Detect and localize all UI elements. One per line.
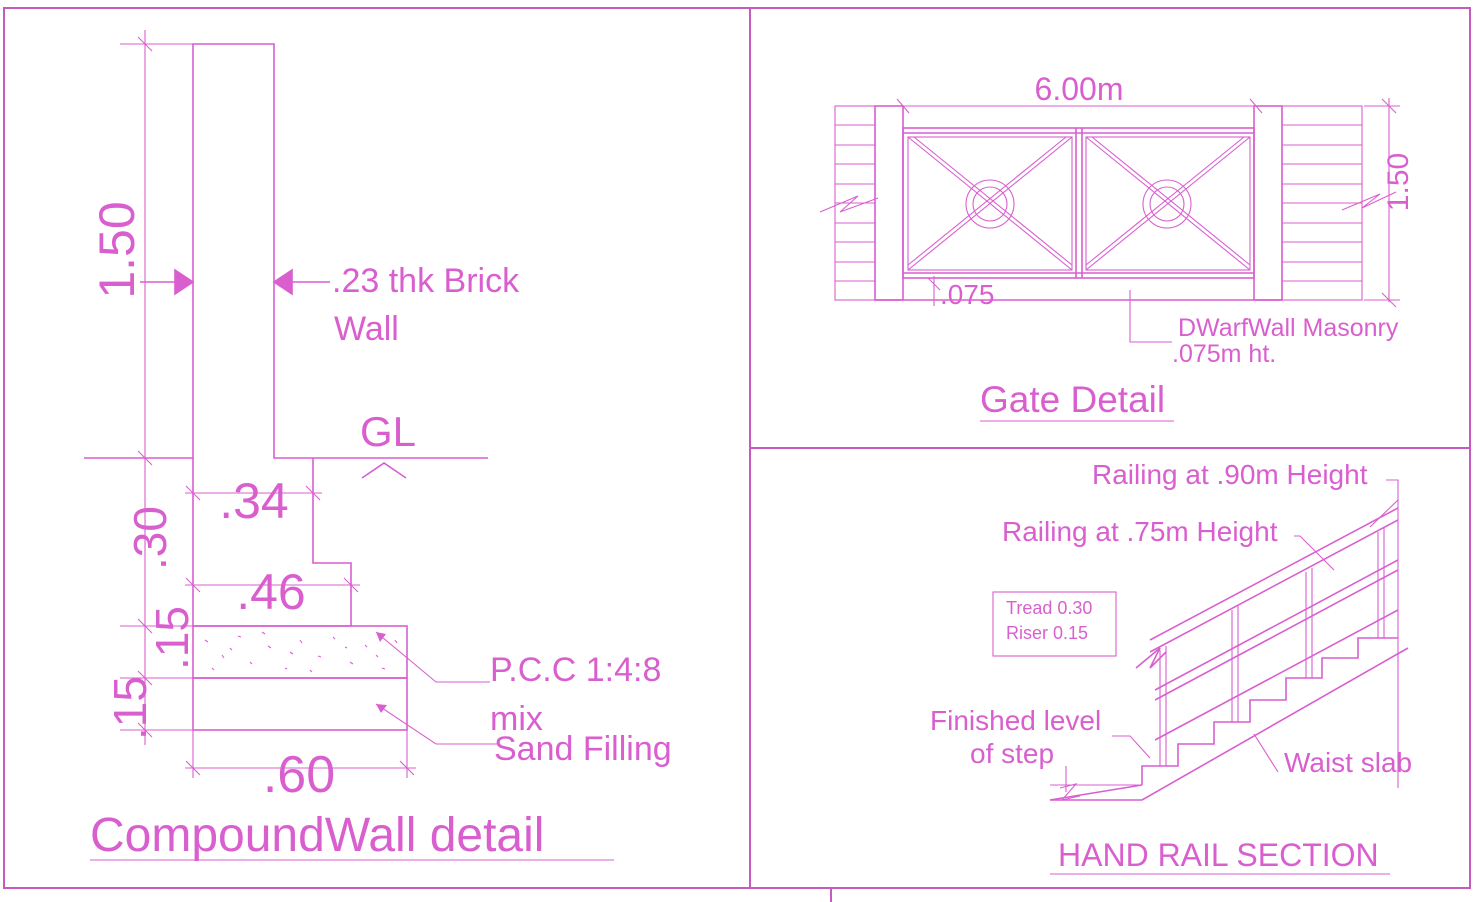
gate-dwarf-dim: .075 bbox=[940, 279, 995, 310]
compound-wall-title: CompoundWall detail bbox=[90, 809, 544, 862]
wall-height-dim: 1.50 bbox=[89, 201, 145, 298]
hand-rail-title: HAND RAIL SECTION bbox=[1058, 837, 1379, 873]
sheet-frame bbox=[3, 7, 1471, 902]
gate-leaf-left bbox=[907, 136, 1073, 271]
balusters bbox=[1159, 528, 1385, 766]
waist-slab bbox=[1050, 647, 1409, 801]
pcc-speckles bbox=[204, 631, 398, 673]
riser-label: Riser 0.15 bbox=[1006, 623, 1088, 643]
step2-width-dim: .46 bbox=[236, 564, 306, 620]
pcc-label-line1: P.C.C 1:4:8 bbox=[490, 651, 661, 689]
gate-detail: 6.00m 1.50 .075 DWarfWall Masonry .075m … bbox=[819, 71, 1415, 422]
gate-detail-title: Gate Detail bbox=[980, 379, 1165, 420]
handrails bbox=[1135, 507, 1399, 741]
gate-height-dim: 1.50 bbox=[1382, 153, 1415, 211]
wall-label-line1: .23 thk Brick bbox=[332, 262, 520, 300]
gate-dimensions bbox=[896, 98, 1400, 343]
sand-thickness-dim: .15 bbox=[104, 676, 156, 740]
finished-level-line2: of step bbox=[970, 738, 1054, 769]
finished-level-line1: Finished level bbox=[930, 705, 1101, 736]
footing-depth-dim: .30 bbox=[124, 506, 176, 570]
tread-label: Tread 0.30 bbox=[1006, 598, 1092, 618]
dwarf-wall-label-line2: .075m ht. bbox=[1172, 340, 1276, 368]
gate-width-dim: 6.00m bbox=[1035, 71, 1124, 107]
gate-leaf-right bbox=[1085, 136, 1251, 271]
compound-wall-detail: 1.50 .30 .15 .15 .34 .46 .60 .23 thk Bri… bbox=[84, 30, 672, 862]
hand-rail-leaders bbox=[1065, 479, 1399, 792]
sand-filling-label: Sand Filling bbox=[494, 730, 672, 768]
base-width-dim: .60 bbox=[263, 746, 335, 804]
pcc-thickness-dim: .15 bbox=[146, 606, 198, 670]
railing-upper-label: Railing at .90m Height bbox=[1092, 459, 1368, 490]
brick-wall-section bbox=[192, 43, 352, 627]
tread-riser-box bbox=[992, 591, 1117, 657]
hand-rail-section: Railing at .90m Height Railing at .75m H… bbox=[930, 459, 1412, 875]
wall-label-line2: Wall bbox=[334, 310, 399, 348]
wall-thickness-dim bbox=[140, 268, 330, 296]
stair-steps bbox=[1141, 637, 1398, 785]
waist-slab-label: Waist slab bbox=[1284, 747, 1412, 778]
pcc-label-line2: mix bbox=[490, 700, 543, 738]
ground-level-marker bbox=[361, 462, 407, 479]
railing-lower-label: Railing at .75m Height bbox=[1002, 516, 1278, 547]
step-dimensions bbox=[185, 485, 416, 778]
vertical-dimension bbox=[120, 30, 193, 745]
pcc-layer bbox=[192, 625, 408, 679]
gate-side-wall-right bbox=[1281, 105, 1397, 301]
leaders bbox=[375, 631, 500, 745]
ground-level-label: GL bbox=[360, 408, 416, 455]
dwarf-wall-label-line1: DWarfWall Masonry bbox=[1178, 314, 1399, 342]
step1-width-dim: .34 bbox=[219, 473, 289, 529]
sand-filling-layer bbox=[192, 677, 408, 731]
gate-side-wall-left bbox=[819, 105, 879, 301]
